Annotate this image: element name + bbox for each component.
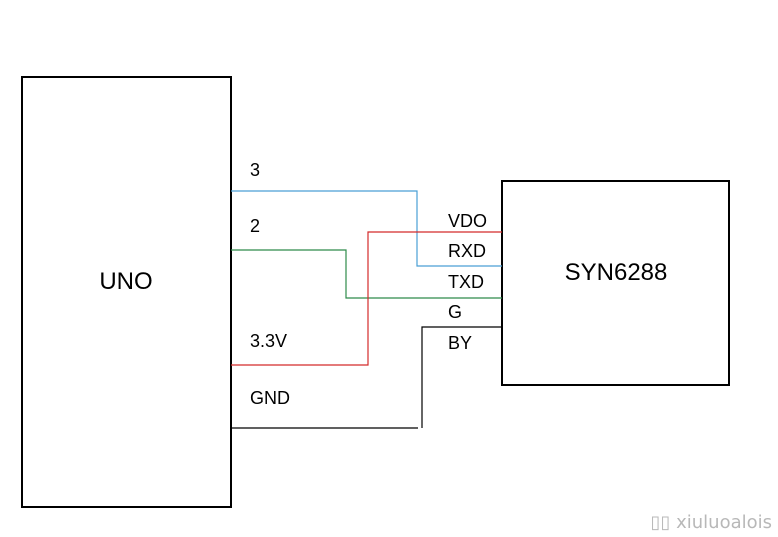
module-g-label: G [448,302,462,322]
wire-3v3-to-vdo [231,231,502,366]
watermark: ▯▯ xiuluoalois [651,512,772,533]
uno-gnd-label: GND [250,388,290,408]
bilibili-logo-icon: ▯▯ [650,512,677,533]
wire-pin2-to-txd [231,249,502,299]
uno-board [21,76,232,508]
wire-g-to-gnd [421,326,502,428]
uno-pin-2-label: 2 [250,216,260,236]
watermark-text: xiuluoalois [676,512,772,533]
uno-label: UNO [99,268,152,295]
syn6288-module [501,180,730,386]
module-by-label: BY [448,333,472,353]
module-vdo-label: VDO [448,211,487,231]
module-txd-label: TXD [448,272,484,292]
module-rxd-label: RXD [448,241,486,261]
uno-3v3-label: 3.3V [250,331,287,351]
syn6288-label: SYN6288 [565,259,668,286]
uno-pin-3-label: 3 [250,160,260,180]
wire-pin3-to-rxd [231,190,502,267]
